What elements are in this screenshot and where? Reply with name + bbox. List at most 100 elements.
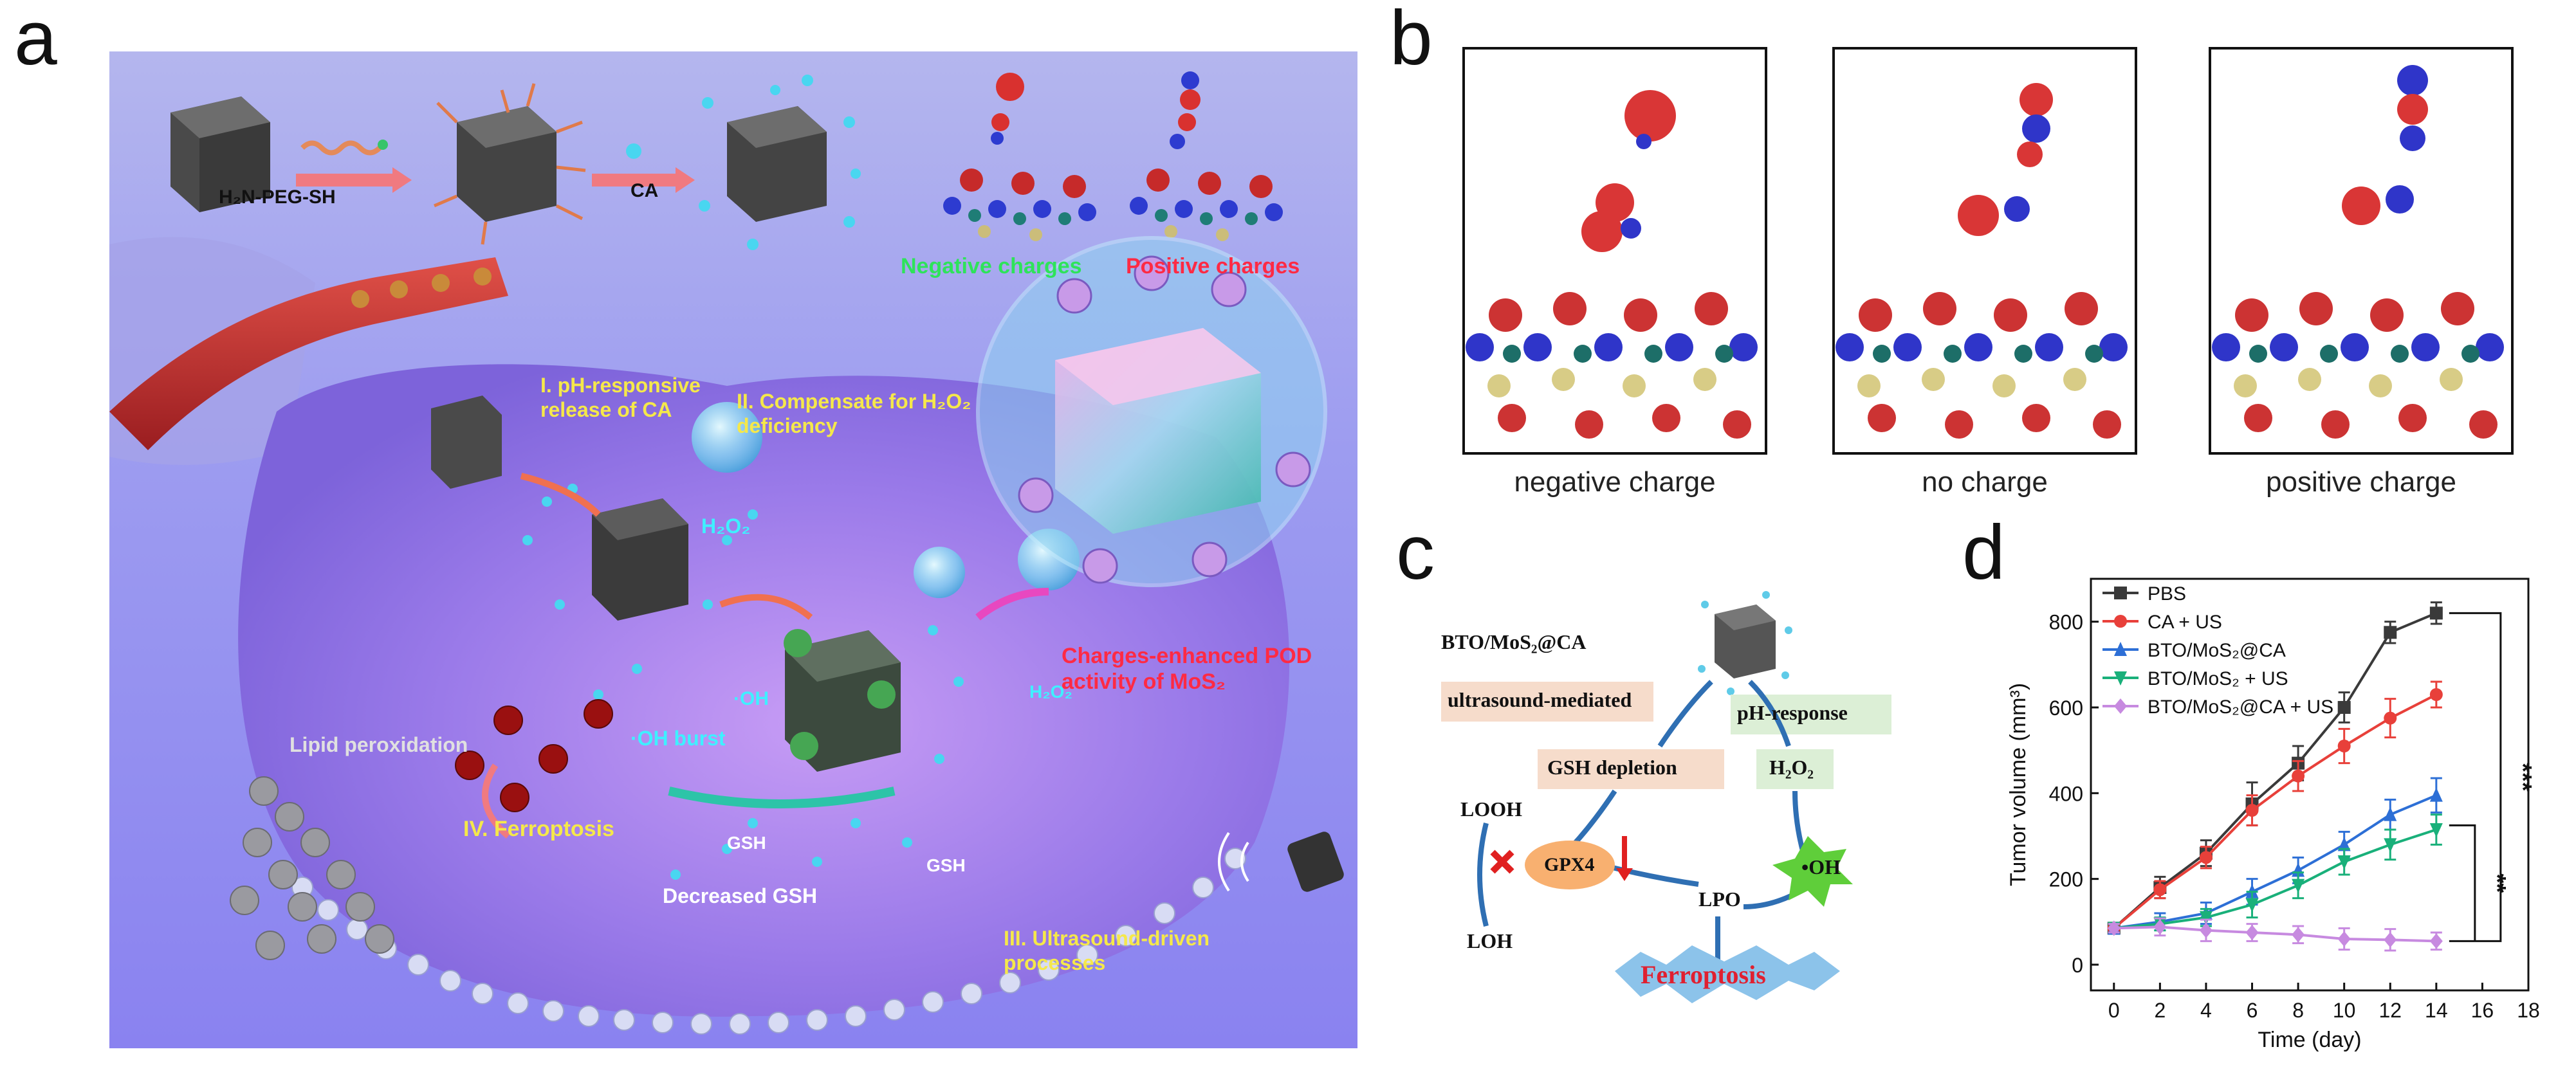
label-step-1: I. pH-responsive release of CA <box>540 374 701 421</box>
y-axis-label: Tumor volume (mm³) <box>2006 683 2030 886</box>
panel-a-artwork <box>109 51 1357 1048</box>
x-tick-label: 2 <box>2154 999 2166 1022</box>
gsh-box <box>1538 749 1724 789</box>
y-tick-label: 200 <box>2049 868 2083 891</box>
entering-nanocube <box>431 396 502 489</box>
label-positive-charges: Positive charges <box>1126 254 1300 278</box>
x-tick-label: 10 <box>2333 999 2356 1022</box>
charge-structure-negative <box>943 73 1096 241</box>
label-btomos2ca: BTO/MoS₂@CA <box>1441 630 1587 653</box>
x-tick-label: 16 <box>2471 999 2494 1022</box>
significance-brackets: ***** <box>2449 612 2536 942</box>
y-tick-label: 600 <box>2049 696 2083 720</box>
peg-squiggle <box>300 140 388 156</box>
series-1 <box>2107 680 2443 935</box>
data-point <box>2245 898 2259 913</box>
label-gpx4: GPX4 <box>1544 854 1595 875</box>
data-point <box>2429 606 2443 620</box>
y-axis-ticks: 0 200 400 600 800 <box>2049 611 2099 977</box>
lipid-cluster <box>230 776 394 960</box>
x-tick-label: 18 <box>2517 999 2540 1022</box>
significance-label: ** <box>2483 874 2510 893</box>
x-tick-label: 12 <box>2378 999 2402 1022</box>
data-point <box>2292 769 2305 783</box>
caption-no-charge: no charge <box>1922 466 2048 498</box>
label-ultrasound-mediated: ultrasound-mediated <box>1448 688 1632 711</box>
data-point <box>2429 823 2443 837</box>
arrow-2 <box>592 167 695 193</box>
data-point <box>2199 922 2213 938</box>
data-point <box>2114 642 2127 656</box>
legend-label: BTO/MoS₂@CA + US <box>2148 696 2333 718</box>
data-point <box>2114 615 2127 628</box>
label-oh-burst: ·OH burst <box>630 727 726 750</box>
data-point <box>2337 855 2351 869</box>
vessel-nanoparticles <box>351 268 492 308</box>
panel-b-structures <box>1462 47 2514 455</box>
panel-c-diagram <box>1441 591 1891 1003</box>
nanocube-bare <box>170 96 270 212</box>
label-gsh-2: GSH <box>926 855 966 875</box>
y-tick-label: 400 <box>2049 782 2083 805</box>
bracket-inner <box>2449 824 2476 942</box>
x-tick-label: 0 <box>2108 999 2120 1022</box>
label-lipid-peroxidation: Lipid peroxidation <box>290 733 468 756</box>
series-line <box>2113 925 2436 943</box>
data-point <box>2337 931 2351 947</box>
x-tick-label: 8 <box>2292 999 2304 1022</box>
label-loh: LOH <box>1467 929 1513 952</box>
structure-frame-positive <box>2209 47 2514 455</box>
data-point <box>2384 711 2397 725</box>
label-oh: ·OH <box>733 688 769 709</box>
panel-b: negative charge no charge positive charg… <box>1460 45 2516 534</box>
label-h2o2: H₂O₂ <box>701 514 751 538</box>
label-ferroptosis: Ferroptosis <box>1641 960 1766 989</box>
blood-vessel <box>109 257 508 450</box>
ultrasound-box <box>1441 682 1653 722</box>
ca-dots <box>522 484 964 880</box>
label-ca: CA <box>630 180 659 201</box>
label-lpo: LPO <box>1698 887 1741 911</box>
y-tick-label: 800 <box>2049 611 2083 634</box>
data-point <box>2199 911 2213 925</box>
series-4 <box>2107 917 2443 952</box>
label-decreased-gsh: Decreased GSH <box>663 884 818 907</box>
label-step-2: II. Compensate for H₂O₂ deficiency <box>737 390 971 437</box>
caption-negative-charge: negative charge <box>1514 466 1716 498</box>
significance-label: *** <box>2509 763 2536 792</box>
x-axis-label: Time (day) <box>2258 1028 2361 1052</box>
x-tick-label: 6 <box>2247 999 2258 1022</box>
legend-label: BTO/MoS₂ + US <box>2148 668 2288 689</box>
data-point <box>2384 626 2397 639</box>
data-point <box>2245 925 2259 940</box>
charge-spheres <box>1018 255 1311 584</box>
data-point <box>2384 932 2397 948</box>
charge-structure-positive <box>1130 71 1283 241</box>
data-point <box>2114 698 2127 714</box>
series-line <box>2113 693 2437 929</box>
series-3 <box>2107 814 2443 936</box>
series-layer <box>2107 601 2443 952</box>
data-point <box>2292 878 2305 893</box>
label-h2n-peg-sh: H₂N-PEG-SH <box>219 187 336 208</box>
label-negative-charges: Negative charges <box>901 254 1082 278</box>
panel-letter-d: d <box>1962 509 2005 596</box>
y-tick-label: 0 <box>2072 954 2083 977</box>
series-2 <box>2107 777 2443 935</box>
oh-bubble <box>914 547 965 598</box>
ferroptosis-star <box>1615 945 1840 1003</box>
structure-frame-negative <box>1462 47 1767 455</box>
ph-box <box>1731 695 1891 734</box>
process-arrows <box>482 473 813 839</box>
panel-letter-b: b <box>1390 0 1433 81</box>
data-point <box>2337 740 2351 752</box>
label-ph-response: pH-response <box>1737 701 1848 724</box>
label-gsh-depletion: GSH depletion <box>1547 756 1677 779</box>
label-charges-pod: Charges-enhanced POD activity of MoS₂ <box>1062 644 1312 694</box>
data-point <box>2199 851 2213 864</box>
x-tick-label: 4 <box>2200 999 2212 1022</box>
data-point <box>2384 806 2397 821</box>
